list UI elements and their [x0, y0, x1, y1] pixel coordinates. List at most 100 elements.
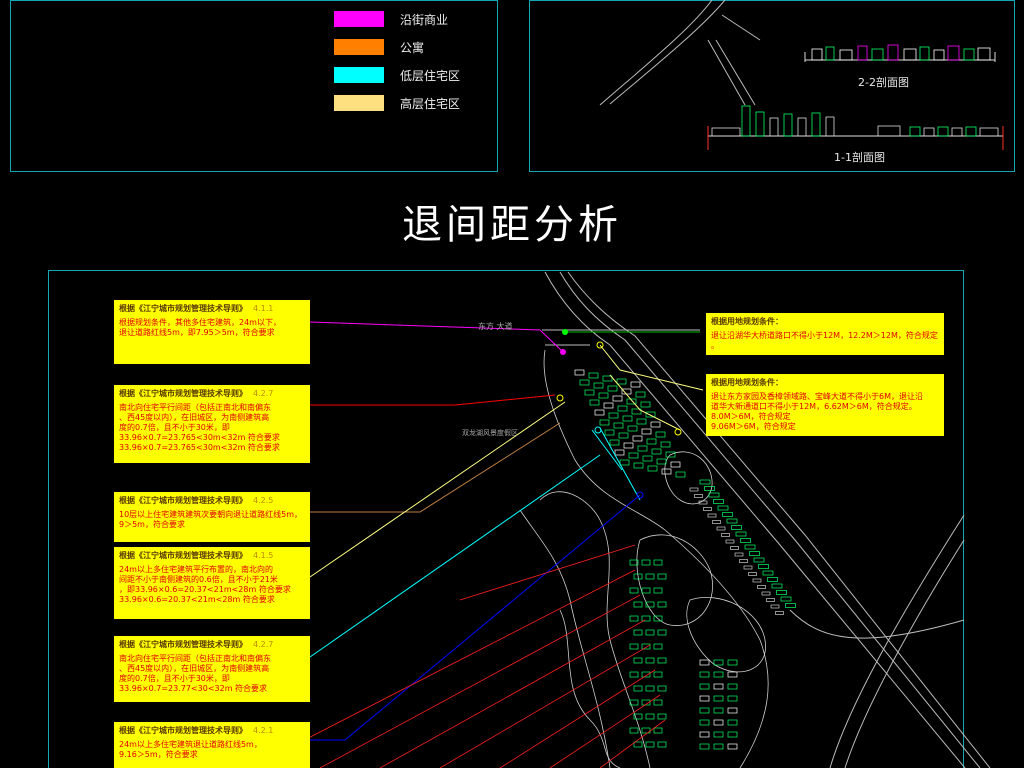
- legend-label-apartment: 公寓: [400, 41, 425, 55]
- building: [780, 596, 792, 602]
- building: [761, 591, 771, 596]
- building: [776, 590, 787, 595]
- building: [641, 428, 652, 435]
- building: [645, 411, 656, 418]
- building: [619, 459, 630, 466]
- legend-swatch-highrise: [334, 95, 384, 111]
- building: [775, 611, 784, 615]
- building: [645, 741, 655, 748]
- note-line: 根据规划条件，其他多住宅建筑，24m以下，: [119, 318, 281, 327]
- building: [694, 494, 703, 498]
- building: [640, 401, 651, 408]
- note-line: 间距不小于南侧建筑的0.6倍，且不小于21米: [119, 575, 278, 584]
- main-road: [542, 271, 991, 768]
- building: [727, 743, 738, 750]
- section-2-2-label: 2-2剖面图: [858, 76, 909, 89]
- building: [655, 431, 666, 438]
- building: [731, 525, 742, 530]
- building: [734, 552, 744, 557]
- note-line: 退让东方家园及香樟领域路、宝峰大道不得小于6M，退让沿: [711, 392, 923, 401]
- building: [713, 499, 724, 504]
- building: [727, 683, 738, 690]
- building: [762, 570, 774, 576]
- building: [717, 505, 729, 511]
- building: [770, 604, 780, 609]
- note-line: 、西45度以内），在旧城区，为南侧建筑高: [119, 413, 270, 422]
- building: [653, 643, 663, 650]
- note-left-4: 根据《江宁城市规划管理技术导则》4.1.5 24m以上多住宅建筑平行布置的，南北…: [114, 547, 310, 619]
- building: [633, 601, 643, 608]
- building: [735, 531, 747, 537]
- note-line: 33.96×0.7=23.765<30m<32m 符合要求: [119, 443, 280, 452]
- building: [713, 659, 724, 666]
- note-line: 度的0.7倍，且不小于30米，即: [119, 423, 230, 432]
- building: [739, 559, 748, 563]
- note-left-3: 根据《江宁城市规划管理技术导则》4.2.5 10层以上住宅建筑建筑次要朝向退让道…: [114, 492, 310, 542]
- building: [633, 629, 643, 636]
- note-line: 8.0M＞6M，符合规定: [711, 412, 791, 421]
- building: [641, 615, 651, 622]
- note-line: 南北向住宅平行间距（包括正南北和南偏东: [119, 654, 271, 663]
- building: [767, 577, 778, 582]
- building: [641, 727, 651, 734]
- building: [660, 441, 671, 448]
- building: [613, 422, 624, 429]
- building: [699, 707, 710, 714]
- building: [713, 731, 724, 738]
- building: [744, 544, 756, 550]
- note-line: 。: [711, 341, 719, 350]
- note-line: 南北向住宅平行间距（包括正南北和南偏东: [119, 403, 271, 412]
- building: [670, 461, 681, 468]
- building: [748, 572, 757, 576]
- building: [661, 468, 672, 475]
- building: [758, 564, 769, 569]
- legend-label-commercial: 沿街商业: [400, 13, 449, 27]
- building: [642, 455, 653, 462]
- building: [771, 583, 783, 589]
- building: [716, 526, 726, 531]
- building: [699, 659, 710, 666]
- building: [633, 573, 643, 580]
- building: [727, 671, 738, 678]
- building: [646, 438, 657, 445]
- building: [713, 743, 724, 750]
- building: [609, 439, 620, 446]
- site-markers: [556, 329, 682, 499]
- building: [713, 683, 724, 690]
- building: [740, 538, 751, 543]
- building: [633, 685, 643, 692]
- analysis-frame: [48, 270, 964, 768]
- building: [618, 432, 629, 439]
- map-center-label: 双龙湖风景度假区: [462, 429, 518, 437]
- note-line: 24m以上多住宅建筑退让道路红线5m，: [119, 740, 262, 749]
- building: [743, 565, 753, 570]
- building: [766, 598, 775, 602]
- building: [645, 713, 655, 720]
- note-line: 9.16＞5m，符合要求: [119, 750, 198, 759]
- building: [727, 707, 738, 714]
- building: [699, 695, 710, 702]
- building: [598, 392, 609, 399]
- building: [707, 513, 717, 518]
- note-title: 根据《江宁城市规划管理技术导则》4.1.5: [119, 551, 274, 560]
- note-line: 退让沿湖华大桥道路口不得小于12M，12.2M＞12M，符合规定: [711, 331, 938, 340]
- building: [622, 415, 633, 422]
- note-title: 根据用地规划条件：: [711, 317, 783, 326]
- building: [730, 546, 739, 550]
- building: [653, 699, 663, 706]
- building: [632, 435, 643, 442]
- building: [653, 727, 663, 734]
- building: [657, 657, 667, 664]
- note-line: 9＞5m，符合要求: [119, 520, 185, 529]
- building: [633, 462, 644, 469]
- note-title: 根据《江宁城市规划管理技术导则》4.2.1: [119, 726, 274, 735]
- building: [653, 559, 663, 566]
- building: [713, 695, 724, 702]
- building: [713, 719, 724, 726]
- building-footprints: [574, 369, 796, 750]
- building: [633, 657, 643, 664]
- building: [617, 405, 628, 412]
- page-title: 退间距分析: [402, 202, 622, 248]
- building: [636, 418, 647, 425]
- building: [645, 601, 655, 608]
